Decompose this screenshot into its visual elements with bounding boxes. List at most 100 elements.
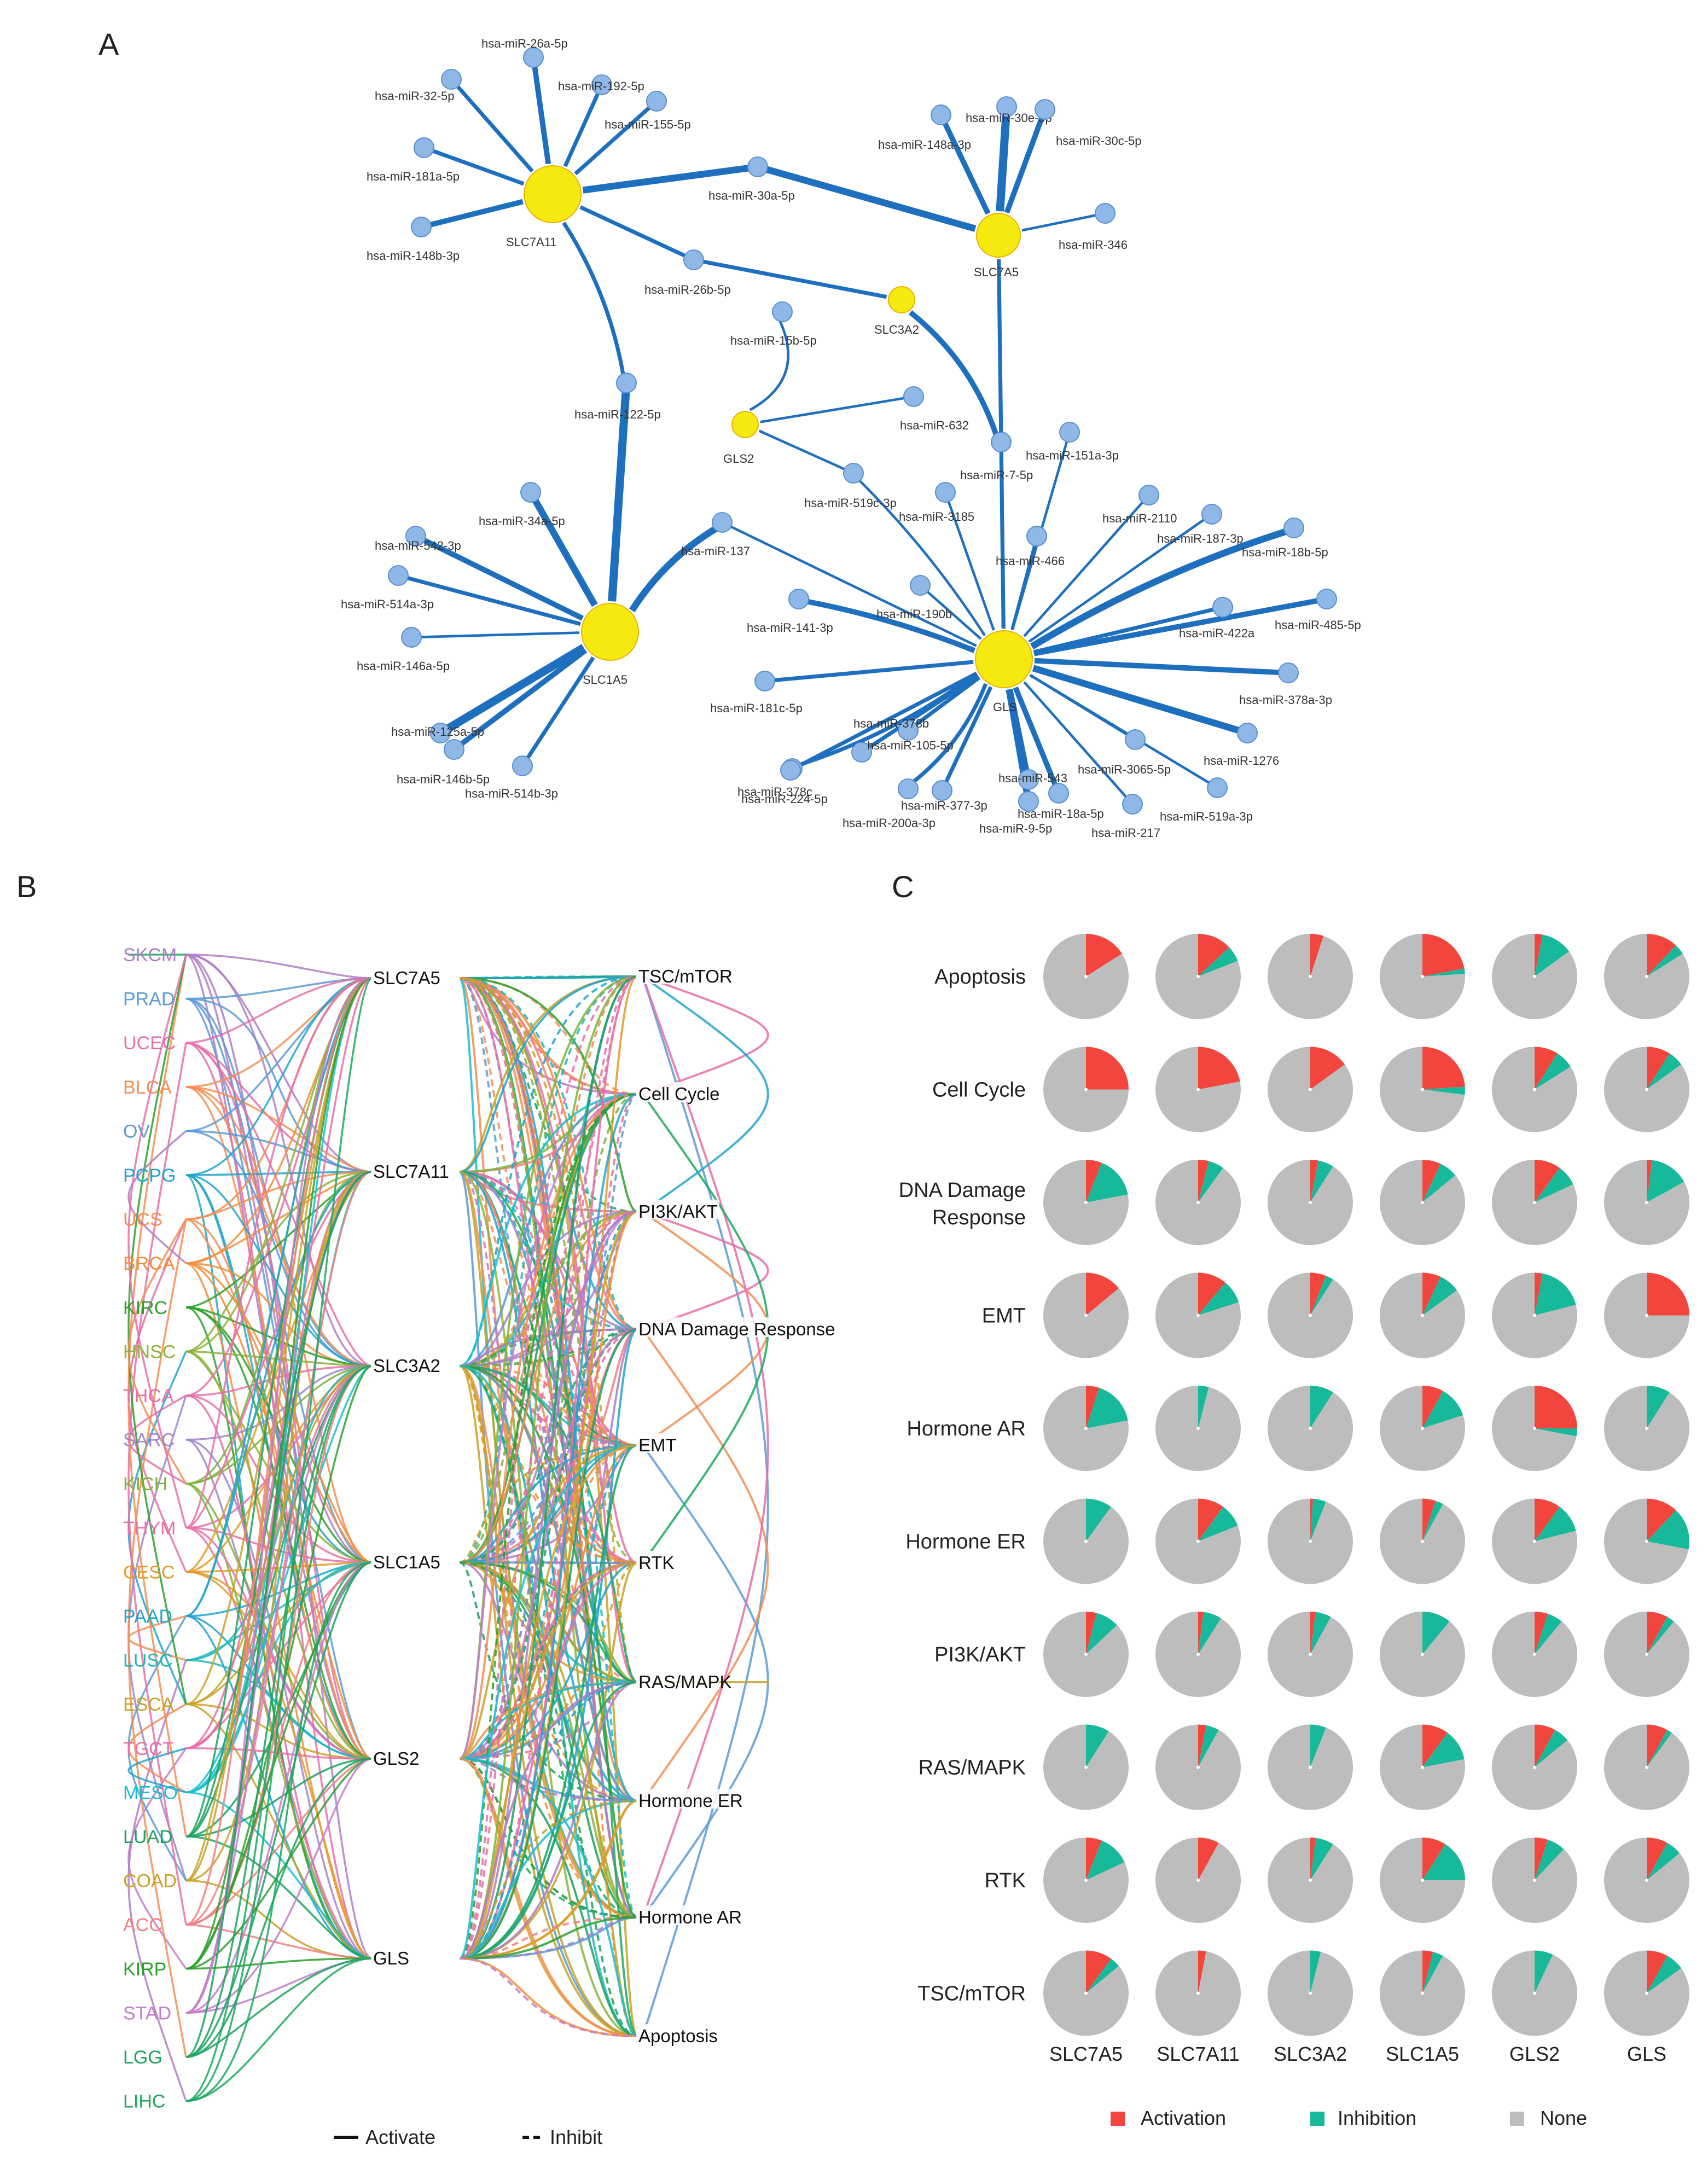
gene-pathway-link (459, 1365, 638, 1564)
cancer-gene-link (185, 1086, 373, 1760)
pie-center (1421, 975, 1424, 978)
network-edge (942, 121, 991, 215)
pie-activation-slice (1310, 1498, 1313, 1542)
mirna-label: hsa-miR-26b-5p (644, 283, 731, 297)
cancer-gene-link (185, 1218, 373, 1563)
cancer-gene-link (185, 1561, 373, 2102)
gene-pathway-link (459, 1093, 638, 1760)
gene-label-gls: GLS (373, 1948, 409, 1968)
pie-inhibition-slice (1535, 1730, 1568, 1768)
mirna-node (444, 739, 464, 760)
pathway-label-hormone-er: Hormone ER (638, 1791, 743, 1811)
network-edge (1021, 213, 1097, 232)
mirna-label: hsa-miR-9-5p (979, 822, 1052, 835)
pie-inhibition-slice (1535, 1167, 1573, 1202)
pie-activation-slice (1086, 1160, 1102, 1202)
pie-inhibition-slice (1422, 1733, 1465, 1768)
pie-activation-slice (1535, 1838, 1548, 1880)
gene-pathway-link (459, 1211, 638, 1563)
pie-activation-slice (1310, 1272, 1326, 1316)
pie-inhibition-slice (1198, 1725, 1219, 1768)
pie-activation-slice (1422, 933, 1465, 976)
network-edge (749, 319, 789, 411)
pie-center (1645, 1313, 1648, 1317)
pie-activation-slice (1422, 1498, 1436, 1542)
pie-center (1196, 1765, 1200, 1769)
pie-center (1084, 1313, 1088, 1317)
network-edge (797, 671, 978, 768)
cancer-gene-link (185, 1957, 373, 2102)
pie-center (1309, 1313, 1312, 1317)
cancer-gene-link (185, 977, 373, 1926)
gene-pathway-link (458, 1171, 638, 2037)
gene-pathway-link (459, 1561, 638, 1919)
cancer-gene-link (185, 1365, 373, 1882)
mirna-node (843, 463, 864, 484)
pie-activation-slice (1647, 1950, 1668, 1993)
network-edge (562, 222, 625, 375)
gene-label-bg (371, 966, 438, 986)
pie-center (1421, 1765, 1424, 1769)
pie-inhibition-slice (1198, 1612, 1221, 1654)
pie-center (1309, 1088, 1312, 1091)
pie-activation-slice (1647, 1838, 1668, 1880)
pie-center (1645, 1201, 1648, 1204)
pie-center (1084, 1991, 1088, 1995)
pie-activation-slice (1310, 1159, 1318, 1202)
pie-inhibition-slice (1422, 1844, 1465, 1880)
cancer-label-esca: ESCA (123, 1694, 174, 1715)
pie-activation-slice (1535, 1498, 1560, 1542)
mirna-label: hsa-miR-514a-3p (341, 597, 434, 611)
mirna-label: hsa-miR-519a-3p (1160, 810, 1253, 823)
pie-activation-slice (1198, 1950, 1206, 1993)
pie-activation-slice (1198, 1838, 1219, 1880)
mirna-label: hsa-miR-377-3p (901, 799, 987, 812)
cancer-gene-link (185, 1923, 373, 1960)
mirna-node (903, 386, 924, 407)
gene-label-bg (371, 1747, 417, 1766)
mirna-node (414, 137, 434, 158)
mirna-label: hsa-miR-632 (900, 418, 969, 432)
mirna-label: hsa-miR-2110 (1102, 511, 1177, 525)
mirna-node (1283, 518, 1304, 538)
gene-pathway-link (459, 1365, 638, 1446)
network-edge (1023, 501, 1145, 637)
gene-pathway-link (459, 1328, 638, 1960)
pie-inhibition-slice (1647, 1617, 1674, 1654)
gene-pathway-link (459, 1800, 638, 1960)
panel-label-c: C (892, 869, 914, 904)
gene-pathway-link (459, 1800, 638, 1960)
cancer-label-thca: THCA (123, 1386, 174, 1406)
pie-legend: Activation Inhibition None (1111, 2107, 1587, 2129)
pie-inhibition-slice (1086, 1498, 1111, 1542)
gene-pathway-link (459, 1681, 638, 1960)
col-label-slc7a11: SLC7A11 (1157, 2043, 1239, 2065)
network-edges (406, 66, 1319, 799)
pie-activation-slice (1310, 1838, 1316, 1880)
pie-center (1421, 1427, 1424, 1430)
cancer-label-brca: BRCA (123, 1253, 175, 1274)
target-label-slc7a5: SLC7A5 (974, 265, 1019, 279)
network-edge (765, 166, 977, 232)
pie-inhibition-slice (1086, 1840, 1125, 1880)
pie-activation-slice (1535, 1272, 1543, 1316)
mirna-label: hsa-miR-7-5p (960, 468, 1033, 482)
network-edge (1023, 681, 1128, 799)
pie-center (1645, 1088, 1648, 1091)
gene-label-bg (371, 1550, 438, 1570)
pie-center (1533, 1765, 1536, 1769)
pie-center (1421, 1653, 1424, 1656)
gene-pathway-link (459, 1916, 638, 1960)
pie-activation-slice (1198, 1159, 1209, 1202)
pathway-arc-link (642, 975, 769, 1213)
cancer-arc-link (127, 1660, 187, 2102)
cancer-arc-link (127, 954, 187, 1705)
mirna-node (1095, 203, 1116, 224)
gene-pathway-link (459, 1561, 638, 1802)
network-edge (947, 500, 995, 631)
gene-pathway-link (459, 1444, 638, 1760)
mirna-node (1048, 783, 1069, 804)
network-edge (912, 683, 988, 783)
pie-activation-slice (1647, 1498, 1676, 1542)
